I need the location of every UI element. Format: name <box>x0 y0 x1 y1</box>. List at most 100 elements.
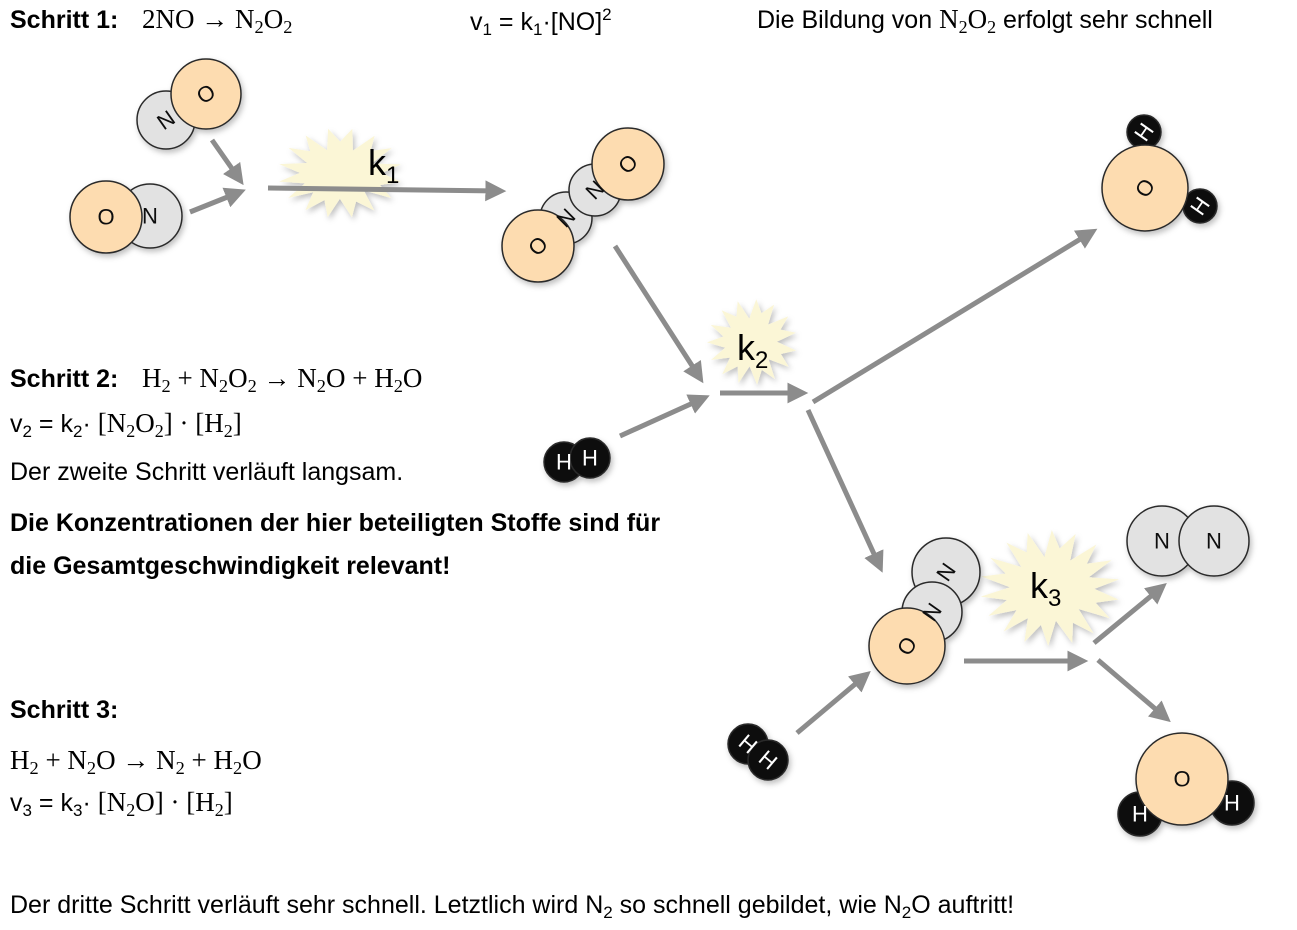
math-subscript: 2 <box>958 17 968 38</box>
oxygen-atom <box>1101 144 1189 232</box>
k2-label: k2 <box>737 327 768 374</box>
math-subscript: 2 <box>214 800 224 821</box>
oxygen-atom <box>170 58 242 130</box>
step2-emphasis-line1: Die Konzentrationen der hier beteiligten… <box>10 509 661 537</box>
step1-note: Die Bildung von N2O2 erfolgt sehr schnel… <box>757 4 1213 38</box>
text-run: → N <box>256 363 317 393</box>
subscript: 3 <box>72 800 83 820</box>
subscript: 2 <box>161 376 171 397</box>
subscript: 2 <box>22 421 32 441</box>
text-run: = k <box>31 410 73 438</box>
math-run: ] <box>223 787 233 817</box>
math-run: O] · [H <box>135 787 215 817</box>
math-subscript: 2 <box>126 800 136 821</box>
arrow-n2o2-to-step2 <box>612 244 704 384</box>
arrow-h2-to-step2 <box>618 394 710 439</box>
text-run: H <box>10 745 30 775</box>
nitrogen-symbol: N <box>1206 529 1222 554</box>
math-subscript: 2 <box>154 421 164 442</box>
text-run: + N <box>38 745 87 775</box>
math-run: O <box>135 408 155 438</box>
arrow-no-left-to-junction <box>189 187 246 215</box>
text-run: = k <box>31 789 73 817</box>
no-molecule-top: NO <box>136 58 242 150</box>
text-run: O <box>402 363 423 393</box>
text-run: O <box>242 745 262 775</box>
hydrogen-symbol: H <box>582 446 598 471</box>
step2-heading: Schritt 2: <box>10 365 119 393</box>
hydrogen-atom <box>569 437 611 479</box>
conclusion-text: Der dritte Schritt verläuft sehr schnell… <box>10 893 1014 921</box>
subscript: 2 <box>247 376 257 397</box>
math-run: [N <box>97 787 127 817</box>
k1-label: k1 <box>368 142 399 189</box>
text-run: O <box>228 363 248 393</box>
burst-k3: k3 <box>980 530 1120 646</box>
text-run: ·[NO] <box>542 8 603 37</box>
math-run: N <box>939 4 959 34</box>
text-run: Die Bildung von <box>757 6 940 34</box>
math-run: [N <box>97 408 127 438</box>
text-run: + H <box>184 745 234 775</box>
text-run: erfolgt sehr schnell <box>996 6 1213 34</box>
nitrogen-symbol: N <box>142 204 158 229</box>
step2-equation: H2 + N2O2 → N2O + H2O <box>142 365 422 396</box>
step3-rate-law: v3 = k3· [N2O] · [H2] <box>10 787 233 821</box>
burst-k1: k1 <box>279 128 401 218</box>
step2-note: Der zweite Schritt verläuft langsam. <box>10 458 404 486</box>
arrow-to-n2 <box>1092 582 1167 645</box>
oxygen-atom <box>1135 732 1229 826</box>
text-run: = k <box>491 8 533 37</box>
step1-rate-law: v1 = k1·[NO]2 <box>470 6 612 38</box>
oxygen-atom <box>591 127 665 201</box>
hydrogen-symbol: H <box>556 450 572 475</box>
hydrogen-atom <box>747 739 789 781</box>
arrow-to-h2o-top <box>811 228 1098 405</box>
math-subscript: 2 <box>987 17 997 38</box>
subscript: 2 <box>86 758 97 779</box>
h2-molecule-step3: HH <box>727 723 789 781</box>
math-subscript: 2 <box>126 421 136 442</box>
arrow-to-n2o <box>805 408 884 573</box>
subscript: 2 <box>603 902 613 922</box>
n2o-molecule: NNO <box>868 537 981 685</box>
subscript: 1 <box>532 19 543 39</box>
step1-equation: 2NO → N2O2 <box>142 6 292 37</box>
oxygen-atom <box>69 180 143 254</box>
math-run: O <box>967 4 988 34</box>
subscript: 2 <box>283 17 293 38</box>
step1-heading: Schritt 1: <box>10 6 119 34</box>
text-run: v <box>470 8 483 37</box>
h2o-molecule-top: HHO <box>1101 114 1218 232</box>
text-run: so schnell gebildet, wie N <box>612 891 902 919</box>
text-run: · <box>82 789 98 817</box>
subscript: 2 <box>393 376 403 397</box>
step3-heading: Schritt 3: <box>10 696 119 724</box>
oxygen-symbol: O <box>97 205 114 230</box>
step2-emphasis-line2: die Gesamtgeschwindigkeit relevant! <box>10 552 451 580</box>
step3-equation: H2 + N2O → N2 + H2O <box>10 747 262 778</box>
nitrogen-atom <box>1178 505 1250 577</box>
burst-k2: k2 <box>707 299 797 385</box>
no-molecule-left: NO <box>69 180 183 254</box>
text-run: H <box>142 363 162 393</box>
arrow-no-top-to-junction <box>209 138 244 186</box>
step2-rate-law: v2 = k2· [N2O2] · [H2] <box>10 408 242 442</box>
text-run: + N <box>170 363 219 393</box>
oxygen-atom <box>501 209 575 283</box>
subscript: 2 <box>175 758 185 779</box>
text-run: 2NO → N <box>142 4 255 34</box>
subscript: 2 <box>901 902 912 922</box>
oxygen-atom <box>868 607 946 685</box>
subscript: 1 <box>482 19 492 39</box>
math-subscript: 2 <box>223 421 233 442</box>
arrow-k1-reaction <box>267 180 507 202</box>
text-run: v <box>10 789 23 817</box>
text-run: v <box>10 410 23 438</box>
math-run: ] · [H <box>163 408 224 438</box>
